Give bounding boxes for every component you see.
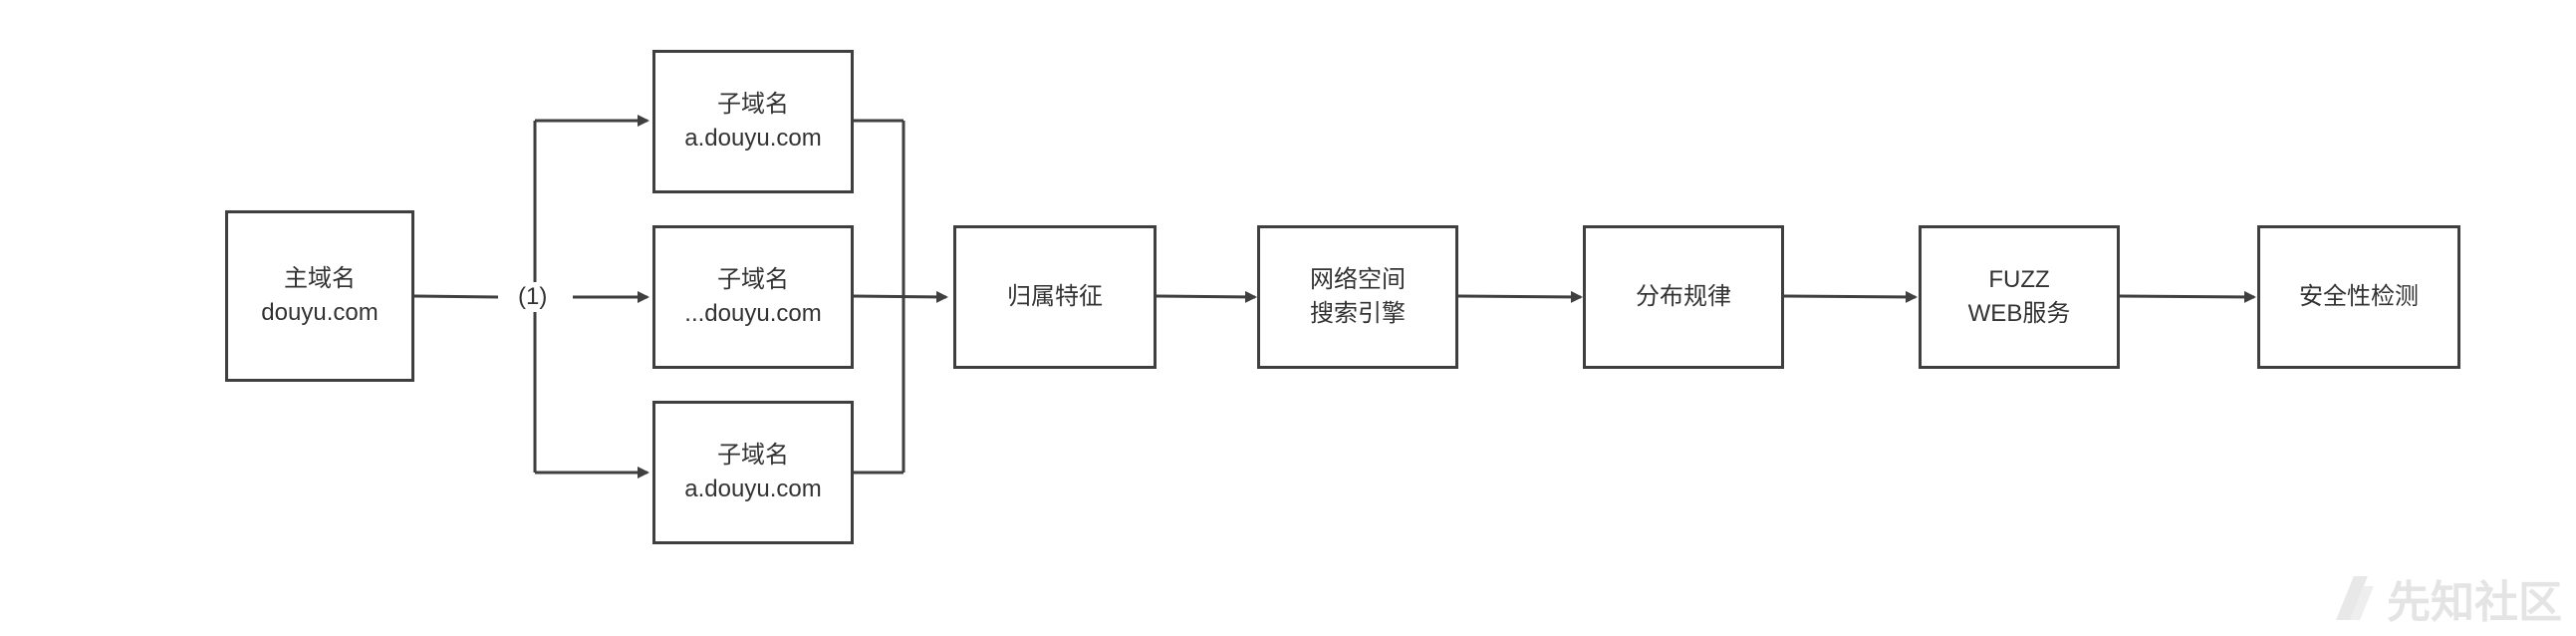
connector-label: (1) (516, 282, 550, 312)
node-security-check-label: 安全性检测 (2299, 283, 2419, 310)
edge-distribution-to-fuzz (1783, 290, 1918, 303)
edge-fuzz-to-security (2119, 290, 2256, 303)
node-fuzz-web-line2: WEB服务 (1967, 300, 2071, 327)
node-main-domain: 主域名 douyu.com (225, 210, 414, 382)
node-security-check: 安全性检测 (2257, 225, 2460, 369)
node-subdomain-top-value: a.douyu.com (684, 125, 822, 152)
edge-ownership-to-cyberspace (1156, 290, 1257, 303)
node-distribution-pattern-label: 分布规律 (1636, 283, 1731, 310)
node-fuzz-web: FUZZ WEB服务 (1919, 225, 2120, 369)
node-cyberspace-search-line2: 搜索引擎 (1310, 300, 1406, 327)
edge-main-to-split (413, 294, 499, 299)
node-subdomain-middle: 子域名 ...douyu.com (652, 225, 854, 369)
watermark-logo-icon (2337, 576, 2377, 620)
node-subdomain-middle-value: ...douyu.com (684, 300, 822, 327)
node-ownership-features-label: 归属特征 (1007, 283, 1103, 310)
node-cyberspace-search: 网络空间 搜索引擎 (1257, 225, 1458, 369)
watermark-text: 先知社区 (2387, 578, 2562, 627)
node-subdomain-bottom-title: 子域名 (717, 442, 789, 469)
edge-to-ownership (851, 290, 948, 303)
node-ownership-features: 归属特征 (953, 225, 1157, 369)
node-subdomain-middle-title: 子域名 (717, 266, 789, 293)
node-subdomain-bottom-value: a.douyu.com (684, 476, 822, 502)
edge-cyberspace-to-distribution (1457, 290, 1583, 303)
node-main-domain-title: 主域名 (284, 265, 356, 292)
node-distribution-pattern: 分布规律 (1583, 225, 1784, 369)
node-cyberspace-search-line1: 网络空间 (1310, 266, 1406, 293)
node-subdomain-top-title: 子域名 (717, 91, 789, 118)
watermark: 先知社区 (2337, 566, 2562, 630)
node-fuzz-web-line1: FUZZ (1988, 266, 2050, 293)
node-subdomain-top: 子域名 a.douyu.com (652, 50, 854, 193)
node-main-domain-value: douyu.com (261, 299, 379, 326)
node-subdomain-bottom: 子域名 a.douyu.com (652, 401, 854, 544)
